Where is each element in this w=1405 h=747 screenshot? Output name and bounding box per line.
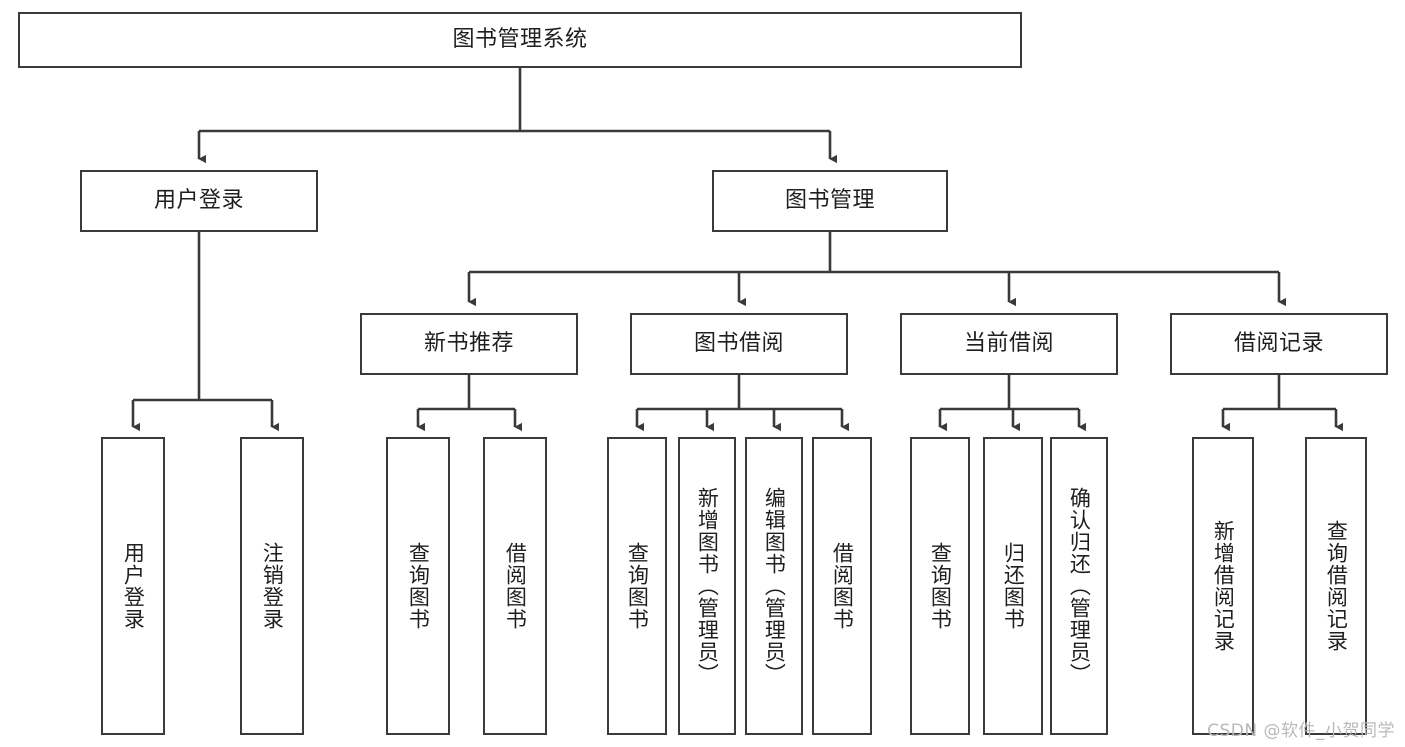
node-label-current-borrow: 当前借阅 (963, 331, 1054, 357)
node-label-leaf-add-record: 新增借阅记录 (1211, 520, 1236, 652)
node-label-leaf-edit-book: 编辑图书（管理员） (762, 487, 787, 685)
node-leaf-user-logout[interactable]: 注销登录 (240, 437, 304, 735)
node-root[interactable]: 图书管理系统 (18, 12, 1022, 68)
node-label-leaf-return-book: 归还图书 (1001, 542, 1026, 630)
node-label-leaf-borrow-book: 借阅图书 (830, 542, 855, 630)
node-user-login[interactable]: 用户登录 (80, 170, 318, 232)
node-label-leaf-user-login: 用户登录 (121, 542, 146, 630)
node-new-book-recommend[interactable]: 新书推荐 (360, 313, 578, 375)
node-label-leaf-query-book-borrow: 查询图书 (625, 542, 650, 630)
node-borrow-records[interactable]: 借阅记录 (1170, 313, 1388, 375)
node-leaf-user-login[interactable]: 用户登录 (101, 437, 165, 735)
node-label-book-management: 图书管理 (784, 188, 875, 214)
node-leaf-edit-book[interactable]: 编辑图书（管理员） (745, 437, 803, 735)
node-leaf-borrow-book-rec[interactable]: 借阅图书 (483, 437, 547, 735)
node-book-management[interactable]: 图书管理 (712, 170, 948, 232)
node-leaf-query-book-borrow[interactable]: 查询图书 (607, 437, 667, 735)
node-leaf-query-book-rec[interactable]: 查询图书 (386, 437, 450, 735)
node-label-user-login: 用户登录 (153, 188, 244, 214)
node-leaf-return-book[interactable]: 归还图书 (983, 437, 1043, 735)
node-label-leaf-add-book: 新增图书（管理员） (695, 487, 720, 685)
node-label-leaf-query-record: 查询借阅记录 (1324, 520, 1349, 652)
node-label-leaf-borrow-book-rec: 借阅图书 (503, 542, 528, 630)
node-book-borrow[interactable]: 图书借阅 (630, 313, 848, 375)
node-label-book-borrow: 图书借阅 (693, 331, 784, 357)
node-label-leaf-user-logout: 注销登录 (260, 542, 285, 630)
node-label-borrow-records: 借阅记录 (1233, 331, 1324, 357)
node-current-borrow[interactable]: 当前借阅 (900, 313, 1118, 375)
node-label-leaf-query-book-cur: 查询图书 (928, 542, 953, 630)
node-label-leaf-confirm-return: 确认归还（管理员） (1067, 487, 1092, 685)
node-leaf-add-book[interactable]: 新增图书（管理员） (678, 437, 736, 735)
node-label-new-book-recommend: 新书推荐 (423, 331, 514, 357)
node-label-root: 图书管理系统 (452, 27, 588, 53)
node-leaf-query-book-cur[interactable]: 查询图书 (910, 437, 970, 735)
node-leaf-borrow-book[interactable]: 借阅图书 (812, 437, 872, 735)
node-leaf-add-record[interactable]: 新增借阅记录 (1192, 437, 1254, 735)
node-leaf-query-record[interactable]: 查询借阅记录 (1305, 437, 1367, 735)
node-label-leaf-query-book-rec: 查询图书 (406, 542, 431, 630)
node-leaf-confirm-return[interactable]: 确认归还（管理员） (1050, 437, 1108, 735)
